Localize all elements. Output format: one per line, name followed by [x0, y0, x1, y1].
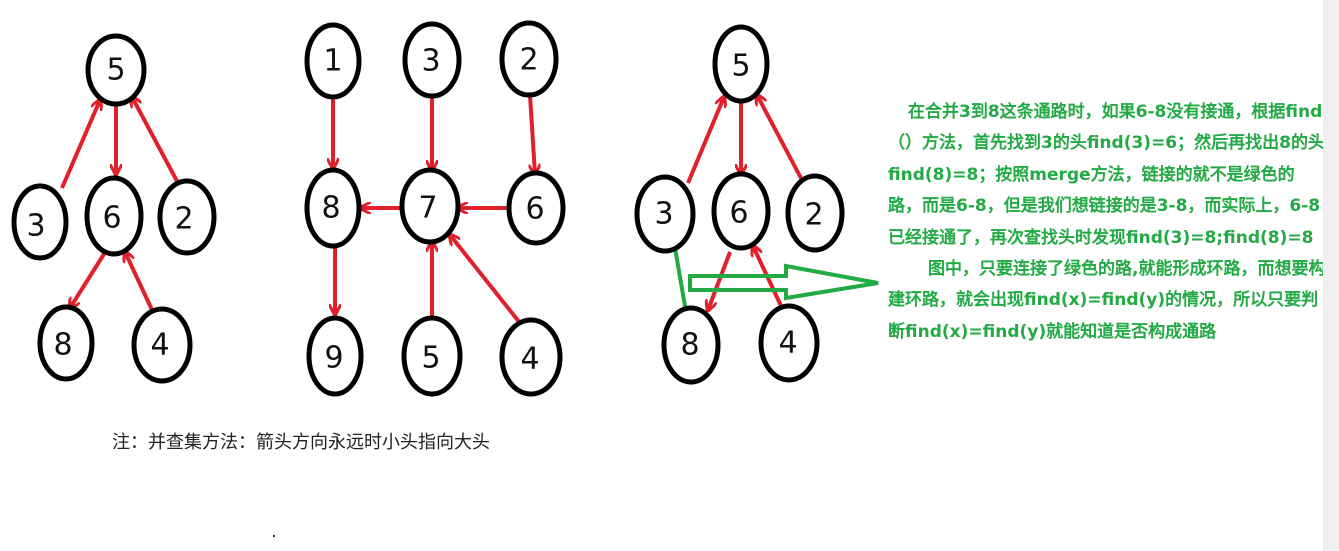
node-1-label: 1: [323, 44, 342, 79]
edge-3-to-5: [686, 97, 724, 184]
diagram-2: 1 3 2 8 7 6 9 5: [304, 20, 566, 397]
node-7-label: 7: [418, 191, 437, 226]
node-8: 8: [37, 304, 95, 382]
explanation-text: 在合并3到8这条通路时，如果6-8没有接通，根据find（）方法，首先找到3的头…: [888, 97, 1328, 348]
note-caption: 注：并查集方法：箭头方向永远时小头指向大头: [112, 432, 490, 453]
node-4-label: 4: [150, 328, 169, 363]
node-5-label: 5: [731, 49, 750, 84]
node-8-label: 8: [680, 328, 699, 363]
node-6-label: 6: [525, 192, 544, 227]
node-5: 5: [712, 24, 770, 104]
node-1: 1: [304, 22, 362, 100]
node-6: 6: [84, 175, 144, 257]
vertical-scrollbar[interactable]: [1323, 0, 1339, 551]
green-edge-3-to-8: [673, 247, 688, 313]
node-8-label: 8: [321, 191, 340, 226]
node-3: 3: [402, 21, 462, 99]
node-3-label: 3: [421, 44, 440, 79]
node-2: 2: [157, 178, 217, 256]
node-8: 8: [661, 305, 721, 385]
node-6: 6: [506, 170, 566, 246]
explanation-paragraph-1: 在合并3到8这条通路时，如果6-8没有接通，根据find（）方法，首先找到3的头…: [888, 102, 1325, 248]
node-2-label: 2: [174, 202, 193, 237]
edge-6-to-8: [708, 251, 732, 310]
explanation-paragraph-2: 图中，只要连接了绿色的路,就能形成环路，而想要构建环路，就会出现find(x)=…: [888, 259, 1326, 342]
node-2: 2: [499, 20, 559, 98]
node-3: 3: [634, 174, 696, 254]
node-2-label: 2: [804, 198, 823, 233]
node-4: 4: [758, 303, 820, 383]
node-8: 8: [304, 167, 362, 249]
node-9: 9: [306, 315, 364, 397]
diagram-1: 5 3 6 2 8 4: [11, 33, 217, 384]
node-4-label: 4: [520, 342, 539, 377]
node-5-label: 5: [106, 53, 125, 88]
edge-2-to-5: [757, 95, 804, 181]
node-5: 5: [401, 315, 463, 397]
node-5: 5: [85, 33, 147, 107]
node-3-label: 3: [26, 209, 45, 244]
node-4-label: 4: [778, 326, 797, 361]
edge-4-to-7: [450, 235, 522, 325]
node-3-label: 3: [654, 197, 673, 232]
stray-dot: [273, 535, 275, 537]
edge-2-to-6: [528, 94, 535, 174]
node-2-label: 2: [519, 43, 538, 78]
node-4: 4: [499, 317, 563, 397]
node-7: 7: [399, 167, 461, 245]
node-6-label: 6: [729, 196, 748, 231]
diagram-3: 5 3 6 2 8 4: [634, 24, 879, 385]
node-6: 6: [711, 171, 771, 251]
node-5-label: 5: [421, 341, 440, 376]
node-8-label: 8: [53, 328, 72, 363]
edge-3-to-5: [60, 100, 100, 189]
node-9-label: 9: [324, 341, 343, 376]
edge-4-to-6: [125, 252, 155, 313]
edge-2-to-5: [132, 97, 180, 184]
edge-6-to-8: [70, 252, 106, 308]
diagram-1-edges: [60, 97, 180, 313]
node-2: 2: [785, 173, 845, 253]
node-3: 3: [11, 183, 69, 261]
node-4: 4: [131, 306, 193, 384]
node-6-label: 6: [102, 201, 121, 236]
diagram-2-edges: [333, 94, 535, 325]
green-hollow-arrow: [688, 263, 879, 301]
